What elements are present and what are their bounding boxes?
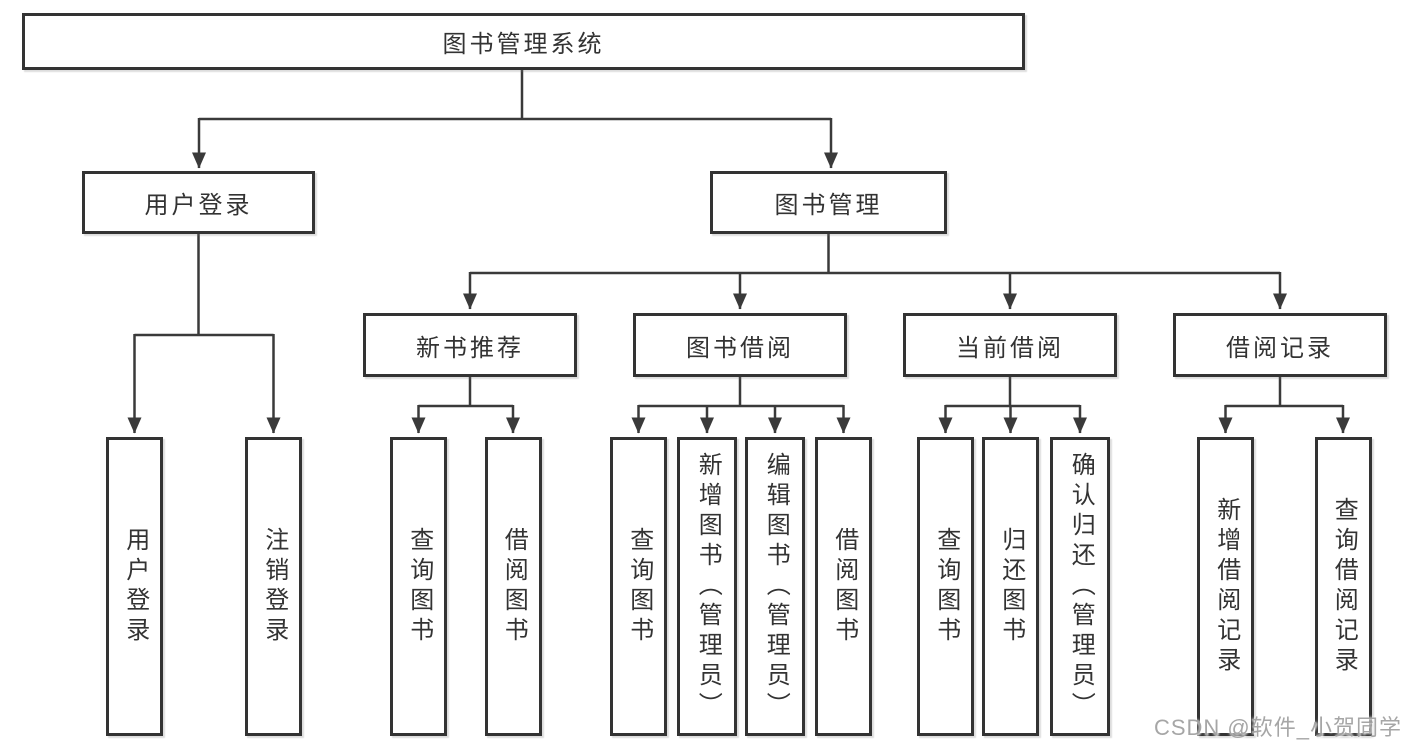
leaf-user-login: 用户登录: [106, 437, 163, 736]
leaf-edit-books-admin: 编辑图书（管理员）: [745, 437, 805, 736]
leaf-logout: 注销登录: [245, 437, 302, 736]
node-label: 借阅图书: [500, 526, 528, 647]
node-label: 新增借阅记录: [1212, 496, 1240, 677]
node-label: 新书推荐: [416, 334, 524, 362]
leaf-confirm-return-admin: 确认归还（管理员）: [1050, 437, 1110, 736]
node-borrow-records: 借阅记录: [1173, 313, 1387, 377]
node-label: 编辑图书（管理员）: [762, 451, 790, 722]
node-label: 图书管理: [774, 192, 883, 219]
node-label: 借阅记录: [1226, 334, 1334, 362]
node-label: 新增图书（管理员）: [694, 451, 722, 722]
leaf-query-books-current: 查询图书: [917, 437, 974, 736]
leaf-borrow-books-recommend: 借阅图书: [484, 437, 542, 736]
leaf-add-borrow-record: 新增借阅记录: [1197, 437, 1254, 736]
leaf-return-books: 归还图书: [982, 437, 1039, 736]
node-book-management: 图书管理: [710, 171, 947, 234]
node-book-borrowing: 图书借阅: [633, 313, 847, 377]
leaf-borrow-books: 借阅图书: [815, 437, 872, 736]
node-label: 用户登录: [144, 192, 253, 219]
node-label: 确认归还（管理员）: [1067, 451, 1095, 722]
node-label: 注销登录: [260, 526, 288, 647]
node-label: 图书管理系统: [442, 31, 605, 58]
node-label: 归还图书: [997, 526, 1025, 647]
node-label: 当前借阅: [956, 334, 1064, 362]
node-label: 图书借阅: [686, 334, 794, 362]
csdn-watermark: CSDN @软件_小贺同学: [1153, 715, 1402, 740]
node-label: 查询图书: [932, 526, 960, 647]
node-label: 查询图书: [405, 526, 433, 647]
node-label: 用户登录: [121, 526, 149, 647]
leaf-query-borrow-record: 查询借阅记录: [1314, 437, 1372, 736]
leaf-query-books-recommend: 查询图书: [390, 437, 447, 736]
node-label: 借阅图书: [830, 526, 858, 647]
leaf-add-books-admin: 新增图书（管理员）: [677, 437, 737, 736]
node-label: 查询图书: [625, 526, 653, 647]
node-label: 查询借阅记录: [1330, 496, 1358, 677]
node-library-management-system: 图书管理系统: [22, 13, 1025, 70]
leaf-query-books-borrowing: 查询图书: [610, 437, 667, 736]
node-current-borrowing: 当前借阅: [903, 313, 1117, 377]
node-new-book-recommend: 新书推荐: [363, 313, 577, 377]
node-user-login: 用户登录: [82, 171, 315, 234]
